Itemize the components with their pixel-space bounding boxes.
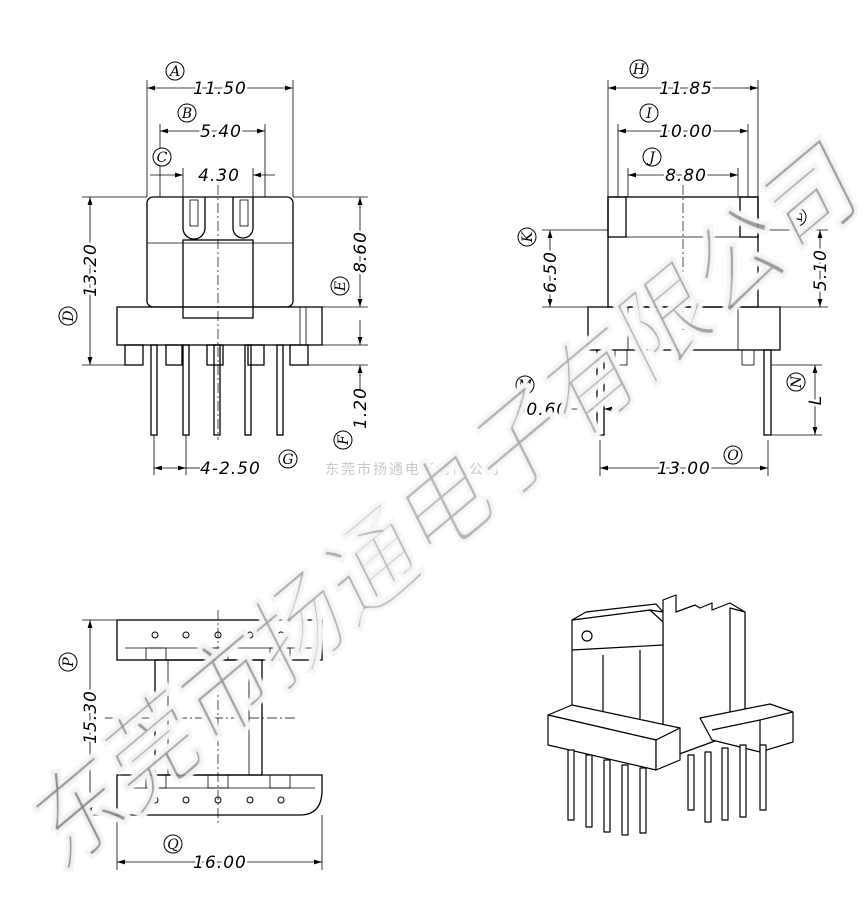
dim-c: 4.30 [198,166,240,186]
dim-q: 16.00 [193,853,247,873]
dim-e: 8.60 [351,231,371,273]
label-c: C [157,150,168,166]
side-view: H 11.85 I 10.00 J 8.80 K 6.50 L 5.10 M ø… [514,59,834,482]
front-view: A 11.50 B 5.40 C 4.30 D 13.20 E 8.60 F 1… [58,61,374,479]
label-m: M [517,378,533,394]
dim-a: 11.50 [193,79,247,99]
dim-m: ø0.60 [514,400,568,420]
label-e: E [333,281,349,292]
dim-n: L [806,395,826,405]
isometric-view [547,594,794,836]
dim-b: 5.40 [200,122,242,142]
small-watermark: 东莞市扬通电子有限公司 [325,461,501,478]
label-o: O [727,448,739,464]
label-h: H [632,62,646,78]
top-view: P 15.30 Q 16.00 [58,610,323,876]
dim-o: 13.00 [657,459,711,479]
label-i: I [645,106,652,122]
dim-i: 10.00 [659,122,713,142]
dim-f: 1.20 [351,387,371,429]
label-g: G [282,452,293,468]
label-d: D [61,310,77,322]
dim-k: 6.50 [541,251,561,293]
dim-l: 5.10 [811,249,831,291]
dim-j: 8.80 [665,166,707,186]
label-b: B [181,106,192,122]
dim-p: 15.30 [81,690,101,744]
label-q: Q [167,837,179,853]
dim-g: 4-2.50 [200,459,261,479]
dim-h: 11.85 [659,79,713,99]
label-p: P [61,657,77,668]
label-a: A [168,64,180,80]
label-f: F [336,434,352,446]
dim-d: 13.20 [81,243,101,297]
label-k: K [520,230,536,243]
label-n: N [789,375,805,389]
label-l: L [790,212,806,222]
